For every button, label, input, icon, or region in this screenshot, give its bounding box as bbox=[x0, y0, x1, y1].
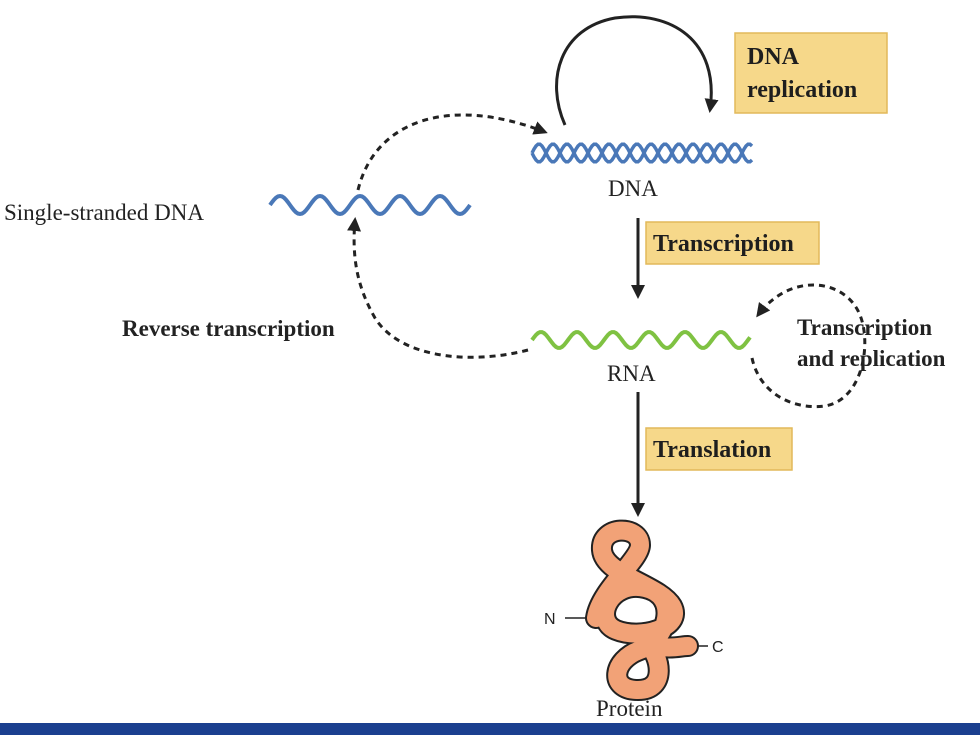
dna-label: DNA bbox=[608, 176, 658, 201]
protein-illustration bbox=[565, 519, 708, 701]
ssdna-to-dna-arrow bbox=[356, 113, 548, 191]
reverse-transcription-label: Reverse transcription bbox=[122, 316, 335, 341]
footer-bar bbox=[0, 723, 980, 735]
dna-replication-label-line2: replication bbox=[747, 77, 857, 103]
dna-replication-arrow bbox=[555, 15, 719, 126]
protein-c-terminus-label: C bbox=[712, 639, 724, 656]
dna-double-helix bbox=[530, 142, 754, 164]
rna-strand bbox=[530, 330, 752, 350]
transcription-box: Transcription bbox=[645, 221, 820, 265]
single-stranded-dna-label: Single-stranded DNA bbox=[4, 200, 204, 225]
rna-self-replication-label-line1: Transcription bbox=[797, 315, 932, 340]
rna-self-replication-label-line2: and replication bbox=[797, 346, 946, 371]
reverse-transcription-arrow bbox=[347, 217, 529, 359]
rna-label: RNA bbox=[607, 361, 656, 386]
translation-box: Translation bbox=[645, 427, 793, 471]
single-stranded-dna-strand bbox=[268, 193, 472, 217]
protein-label: Protein bbox=[596, 696, 663, 721]
protein-n-terminus-label: N bbox=[544, 611, 556, 628]
translation-label: Translation bbox=[653, 437, 771, 463]
rna-self-replication-arrow bbox=[750, 283, 867, 409]
transcription-label: Transcription bbox=[653, 231, 794, 257]
dna-replication-label-line1: DNA bbox=[747, 44, 800, 70]
dna-replication-box: DNA replication bbox=[734, 32, 888, 114]
